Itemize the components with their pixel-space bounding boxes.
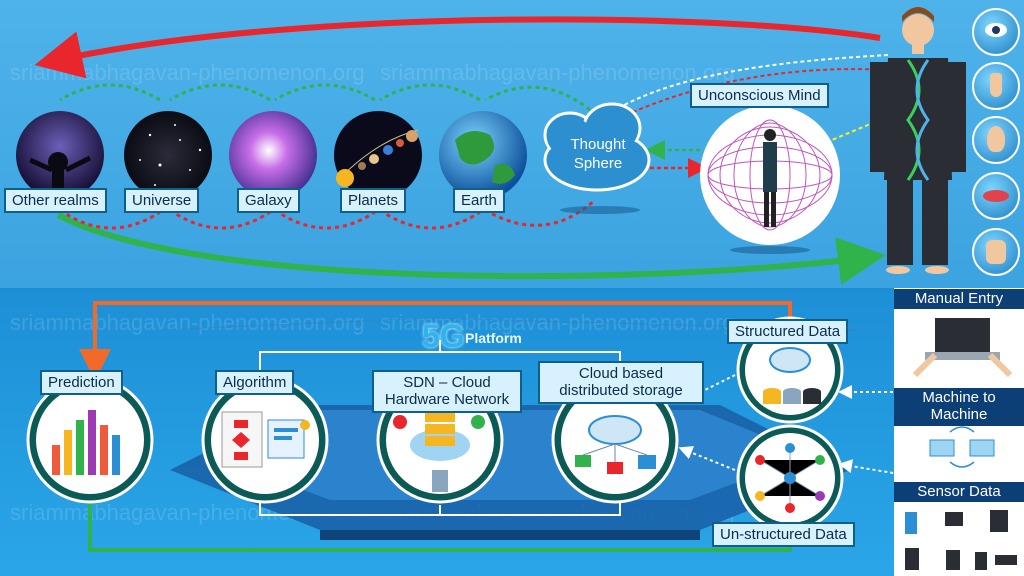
brand-platform: Platform xyxy=(465,330,522,346)
label-unstructured-data: Un-structured Data xyxy=(712,522,855,548)
label-other-realms: Other realms xyxy=(4,188,107,214)
sensor-devices-icon xyxy=(905,510,1017,570)
manual-entry-header: Manual Entry xyxy=(894,289,1024,309)
human-figure xyxy=(870,7,966,274)
nose-icon xyxy=(972,62,1020,110)
label-prediction: Prediction xyxy=(40,370,123,396)
thought-cloud-shape xyxy=(543,102,651,192)
label-planets: Planets xyxy=(340,188,407,214)
machine-to-machine-header: Machine to Machine xyxy=(894,388,1024,426)
algorithm-flowchart-icon xyxy=(221,411,310,468)
label-algorithm: Algorithm xyxy=(215,370,295,396)
ear-icon xyxy=(972,116,1020,164)
server-cloud-icon xyxy=(393,412,485,492)
eye-icon xyxy=(972,8,1020,56)
label-universe: Universe xyxy=(124,188,200,214)
cloud-network-icon xyxy=(575,415,656,474)
hand-icon xyxy=(972,228,1020,276)
label-earth: Earth xyxy=(453,188,505,214)
sensor-data-header: Sensor Data xyxy=(894,482,1024,502)
label-structured-data: Structured Data xyxy=(727,319,849,345)
label-sdn-cloud: SDN – Cloud Hardware Network xyxy=(372,370,522,413)
lips-icon xyxy=(972,172,1020,220)
social-network-icon xyxy=(755,443,825,513)
laptop-icon xyxy=(912,318,1013,378)
machine-to-machine-icon xyxy=(929,426,995,468)
label-galaxy: Galaxy xyxy=(237,188,300,214)
bar-chart-icon xyxy=(52,410,120,475)
thought-sphere-label: Thought Sphere xyxy=(570,136,626,172)
unconscious-mind-label: Unconscious Mind xyxy=(690,83,829,109)
label-cloud-storage: Cloud based distributed storage xyxy=(538,361,704,404)
database-icon xyxy=(763,347,821,404)
brand-5g: 5G xyxy=(422,318,465,354)
